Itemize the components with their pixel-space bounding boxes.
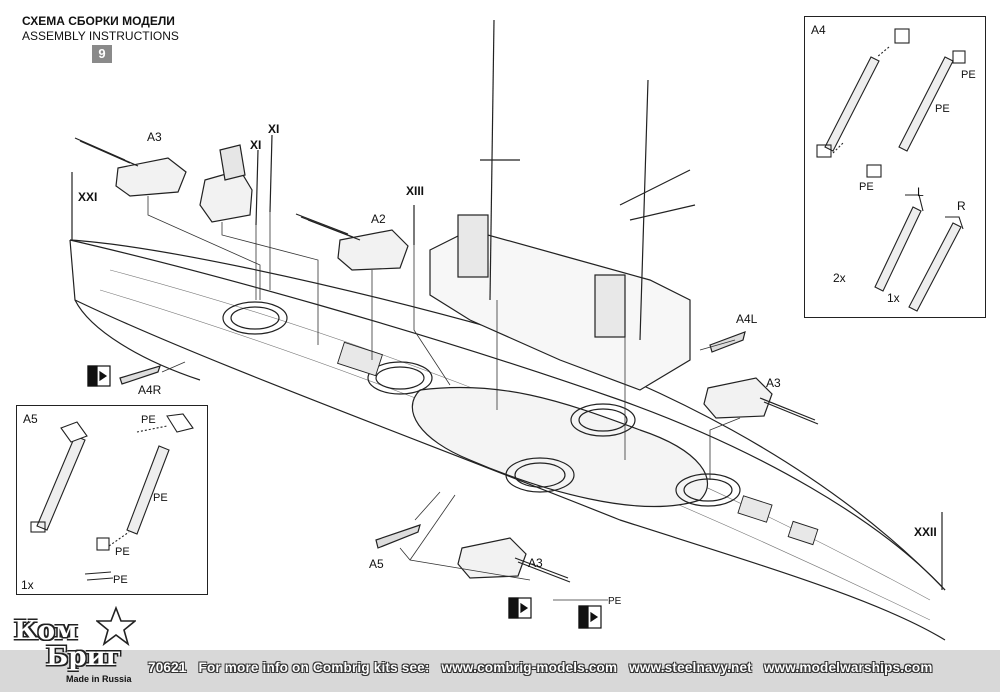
barbette-2: [367, 361, 433, 395]
logo-line-2: Бриг: [46, 642, 122, 672]
footer-text: 70621 For more info on Combrig kits see:…: [148, 660, 941, 675]
hull-deck-edge: [69, 239, 946, 591]
footer-code: 70621: [148, 660, 187, 675]
label-xxi: XXI: [78, 190, 98, 204]
label-a4r: A4R: [138, 383, 162, 397]
inset-a5: A5 PE PE PE PE 1x: [16, 405, 208, 595]
label-xxii: XXII: [914, 525, 937, 539]
combrig-logo: Ком Бриг Made in Russia: [8, 606, 138, 690]
step-number-badge: 9: [92, 45, 112, 63]
inset-a4-l: L: [917, 185, 924, 199]
mast-xi-1: [255, 149, 259, 226]
turret-a3-low: [457, 537, 571, 583]
inset-a4-qty-r: 1x: [887, 291, 900, 305]
barbette-aft: [675, 473, 741, 507]
barbette-4: [505, 457, 575, 493]
inset-a4-drawing: [816, 28, 966, 312]
label-xi-2: XI: [268, 122, 280, 136]
footer-site-modelwarships[interactable]: www.modelwarships.com: [763, 660, 933, 675]
inset-a5-pe-2: PE: [153, 492, 168, 504]
label-a5: A5: [369, 557, 384, 571]
turret-a3-aft: [703, 377, 819, 425]
inset-a4-title: A4: [811, 23, 826, 37]
arrow-icons: [87, 365, 602, 629]
barbette-3: [570, 403, 636, 437]
inset-a4-pe-3: PE: [859, 181, 874, 193]
inset-a5-pe-3: PE: [115, 546, 130, 558]
label-a3-low: A3: [528, 556, 543, 570]
mast-xi-2: [269, 134, 273, 213]
hull-side-lower: [74, 299, 201, 381]
inset-a4-pe-2: PE: [935, 103, 950, 115]
label-xi-1: XI: [250, 138, 262, 152]
turret-a3-fore: [74, 137, 187, 197]
inset-a5-qty: 1x: [21, 578, 34, 592]
header: СХЕМА СБОРКИ МОДЕЛИ ASSEMBLY INSTRUCTION…: [22, 14, 179, 44]
inset-a4-qty-l: 2x: [833, 271, 846, 285]
turret-a2: [295, 213, 409, 271]
footer-info: For more info on Combrig kits see:: [198, 660, 430, 675]
logo-made-in: Made in Russia: [66, 674, 132, 684]
title-en: ASSEMBLY INSTRUCTIONS: [22, 29, 179, 43]
footer-bar: 70621 For more info on Combrig kits see:…: [0, 650, 1000, 692]
logo-line-1: Ком: [14, 616, 78, 646]
hull-side-upper: [69, 239, 946, 641]
star-icon: [96, 606, 136, 646]
label-a2: A2: [371, 212, 386, 226]
inset-a5-pe-4: PE: [113, 574, 128, 586]
forward-bridge: [199, 144, 253, 223]
title-ru: СХЕМА СБОРКИ МОДЕЛИ: [22, 14, 175, 28]
inset-a4-r: R: [957, 199, 966, 213]
label-a3-aft: A3: [766, 376, 781, 390]
label-a4l: A4L: [736, 312, 758, 326]
superstructure: [429, 214, 691, 391]
inset-a5-drawing: [30, 413, 194, 581]
inset-a5-pe-1: PE: [141, 414, 156, 426]
label-a3-fore: A3: [147, 130, 162, 144]
inset-a4: A4 PE PE PE L R 2x 1x: [804, 16, 986, 318]
footer-site-steelnavy[interactable]: www.steelnavy.net: [629, 660, 752, 675]
inset-a5-title: A5: [23, 412, 38, 426]
label-pe-low: PE: [608, 596, 622, 607]
footer-site-combrig[interactable]: www.combrig-models.com: [441, 660, 618, 675]
barbette-fore: [222, 301, 288, 335]
inset-a4-pe-1: PE: [961, 69, 976, 81]
main-mast-aft: [639, 79, 649, 341]
label-xiii: XIII: [406, 184, 425, 198]
